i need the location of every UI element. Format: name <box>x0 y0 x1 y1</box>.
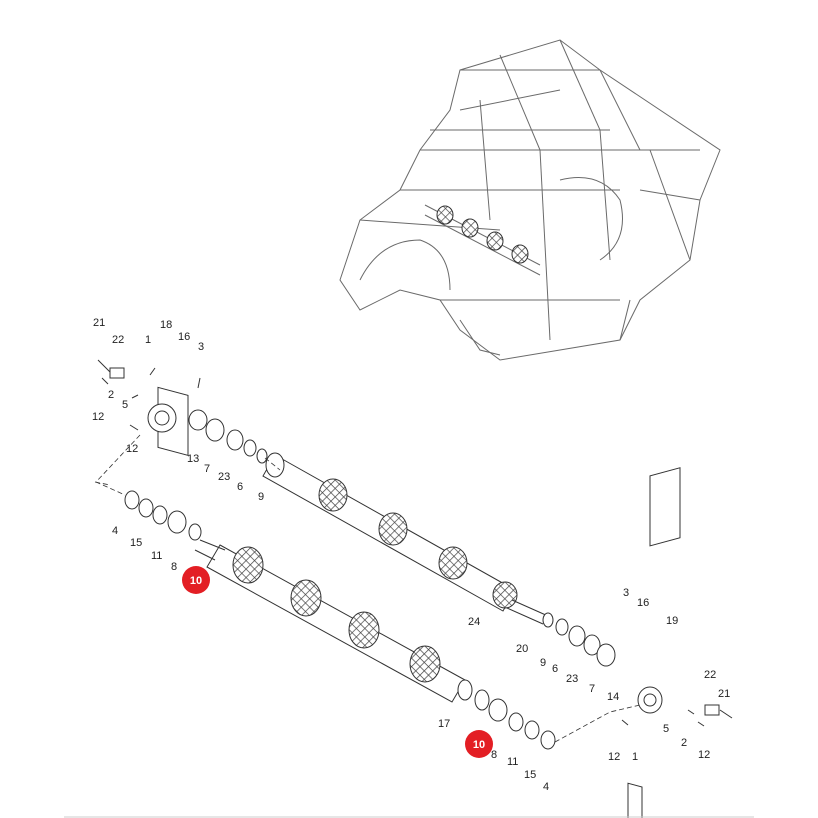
svg-text:11: 11 <box>507 756 518 768</box>
svg-text:16: 16 <box>178 331 190 343</box>
svg-text:7: 7 <box>589 683 595 695</box>
svg-text:12: 12 <box>126 443 138 455</box>
svg-text:20: 20 <box>516 643 528 655</box>
baler-frame-illustration <box>339 39 721 361</box>
alignment-dash-lines <box>94 434 641 743</box>
svg-text:3: 3 <box>198 341 204 353</box>
svg-text:23: 23 <box>566 673 578 685</box>
callout-10-lower: 10 <box>465 730 493 758</box>
right-bearing-group <box>542 467 733 818</box>
svg-text:4: 4 <box>112 525 118 537</box>
svg-text:15: 15 <box>524 769 536 781</box>
mid-left-bearing-group <box>124 490 202 541</box>
svg-text:23: 23 <box>218 471 230 483</box>
svg-text:21: 21 <box>718 688 730 700</box>
callout-10-upper: 10 <box>182 566 210 594</box>
labels-upper-left: 21 22 18 16 1 3 2 5 12 12 13 7 23 6 9 <box>92 317 264 503</box>
svg-text:1: 1 <box>632 751 638 763</box>
upper-left-bearing-group <box>97 359 268 464</box>
svg-text:2: 2 <box>108 389 114 401</box>
svg-text:12: 12 <box>698 749 710 761</box>
svg-text:7: 7 <box>204 463 210 475</box>
svg-text:19: 19 <box>666 615 678 627</box>
svg-text:8: 8 <box>491 749 497 761</box>
svg-text:21: 21 <box>93 317 105 329</box>
svg-text:15: 15 <box>130 537 142 549</box>
svg-text:10: 10 <box>190 575 202 587</box>
lower-roller-shaft <box>194 539 473 703</box>
labels-lower-right: 8 11 15 4 <box>491 749 549 793</box>
labels-right-group: 3 16 19 9 6 23 7 14 22 21 5 12 1 2 12 <box>540 587 730 763</box>
svg-text:16: 16 <box>637 597 649 609</box>
lower-right-bearing-group <box>474 689 556 750</box>
svg-text:14: 14 <box>607 691 619 703</box>
svg-text:9: 9 <box>258 491 264 503</box>
svg-text:12: 12 <box>608 751 620 763</box>
svg-text:5: 5 <box>663 723 669 735</box>
svg-text:13: 13 <box>187 453 199 465</box>
svg-text:24: 24 <box>468 616 480 628</box>
svg-text:6: 6 <box>237 481 243 493</box>
svg-text:9: 9 <box>540 657 546 669</box>
svg-text:18: 18 <box>160 319 172 331</box>
svg-text:5: 5 <box>122 399 128 411</box>
svg-text:22: 22 <box>112 334 124 346</box>
svg-text:10: 10 <box>473 739 485 751</box>
labels-mid-left: 4 15 11 8 <box>112 525 177 573</box>
svg-text:2: 2 <box>681 737 687 749</box>
svg-text:8: 8 <box>171 561 177 573</box>
svg-text:4: 4 <box>543 781 549 793</box>
svg-text:3: 3 <box>623 587 629 599</box>
svg-text:1: 1 <box>145 334 151 346</box>
upper-roller-shaft <box>262 452 549 625</box>
svg-text:12: 12 <box>92 411 104 423</box>
svg-text:17: 17 <box>438 718 450 730</box>
svg-text:11: 11 <box>151 550 162 562</box>
svg-text:6: 6 <box>552 663 558 675</box>
svg-text:22: 22 <box>704 669 716 681</box>
labels-shaft: 24 20 17 <box>438 616 528 730</box>
